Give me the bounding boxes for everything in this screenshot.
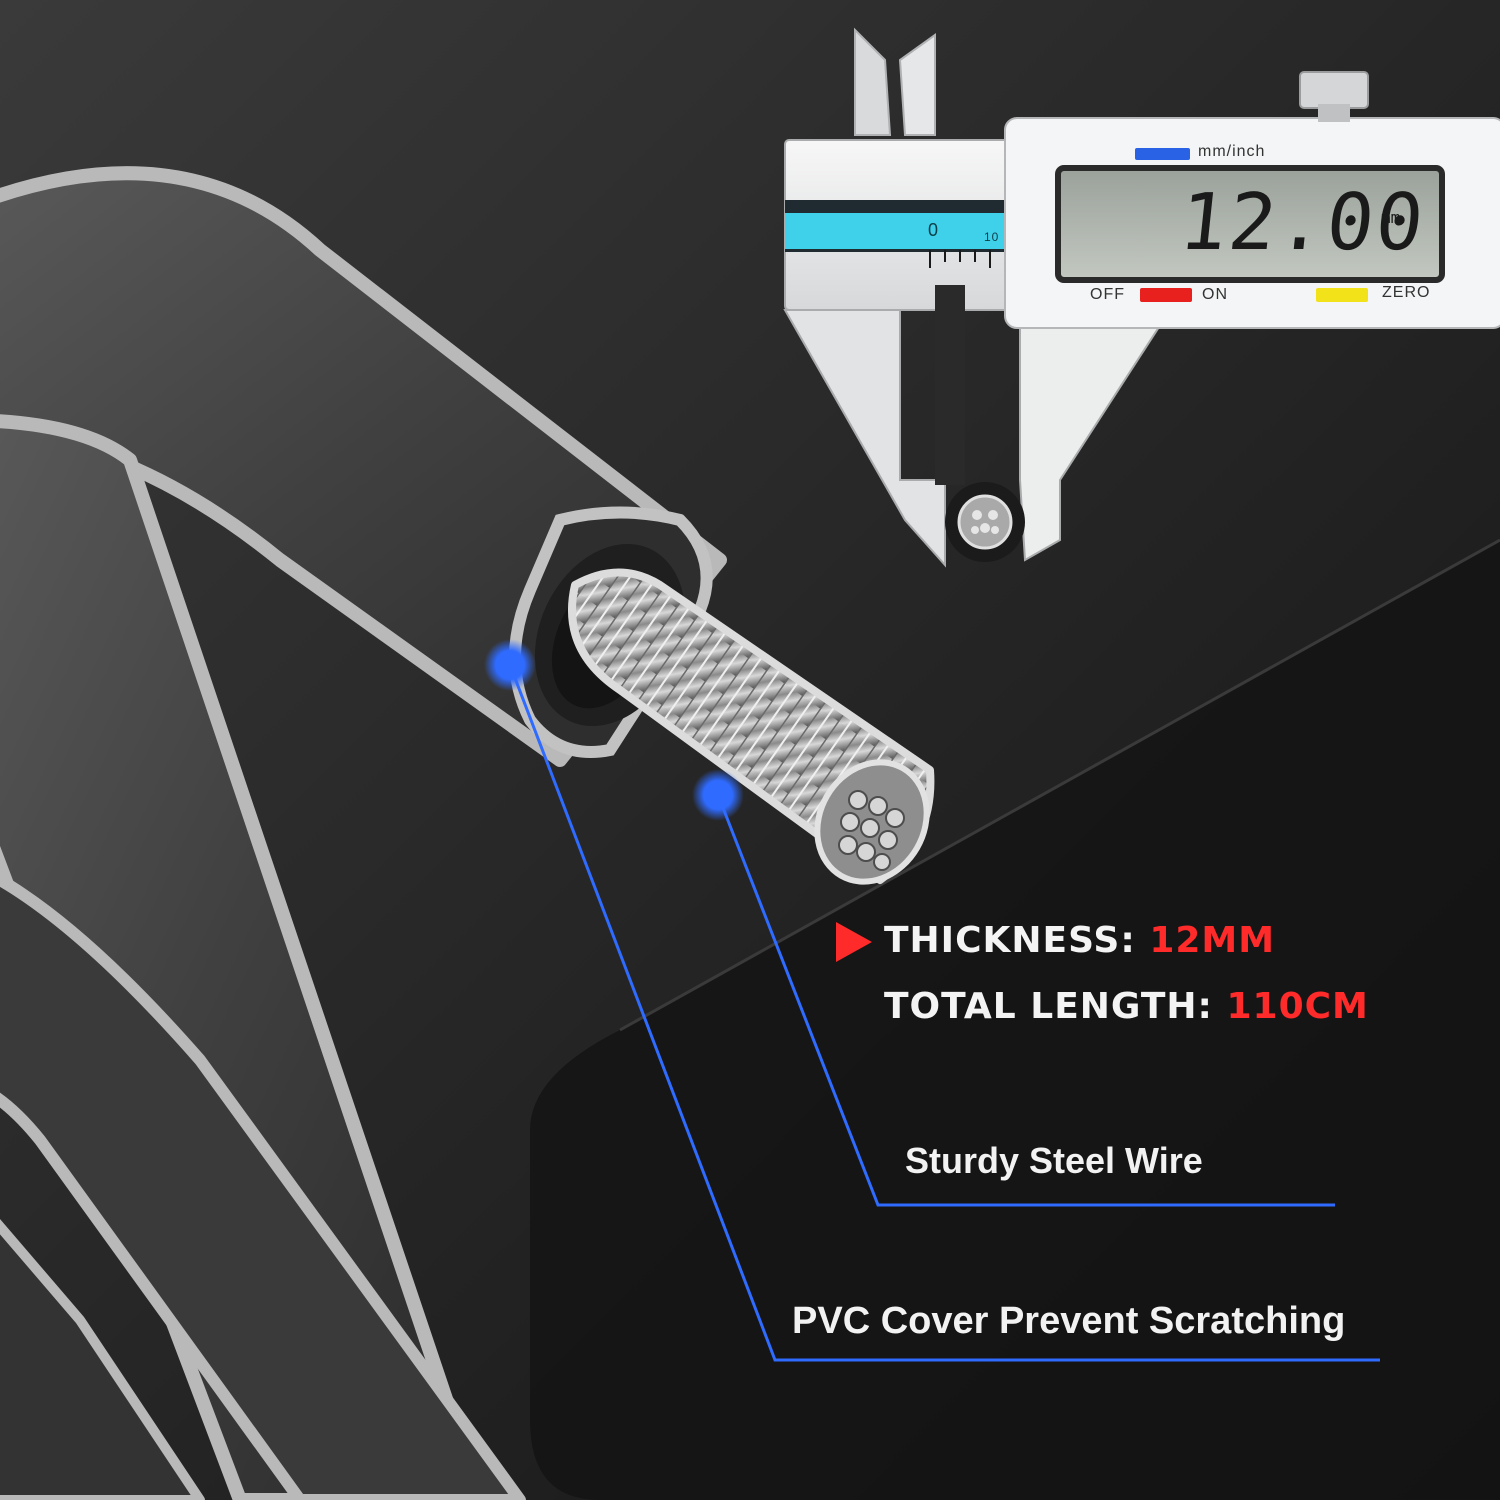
callout-lines — [508, 664, 1380, 1362]
callout-pvc-cover: PVC Cover Prevent Scratching — [792, 1300, 1346, 1342]
length-value: 110CM — [1226, 986, 1369, 1027]
thickness-key: THICKNESS: — [884, 920, 1136, 961]
spec-thickness: THICKNESS: 12MM — [884, 920, 1275, 961]
scale-ten: 10 — [984, 230, 1000, 244]
background-panel — [530, 540, 1500, 1500]
off-label: OFF — [1090, 286, 1125, 303]
unit-button-label: mm/inch — [1198, 143, 1266, 160]
length-key: TOTAL LENGTH: — [884, 986, 1213, 1027]
thickness-value: 12MM — [1149, 920, 1276, 961]
steel-wire — [568, 568, 935, 885]
zero-label: ZERO — [1382, 284, 1431, 301]
spec-total-length: TOTAL LENGTH: 110CM — [884, 986, 1369, 1027]
digital-caliper — [783, 27, 1500, 568]
background-panel-edge — [619, 538, 1500, 1032]
on-label: ON — [1202, 286, 1228, 303]
caliper-reading-unit: mm — [1381, 208, 1401, 227]
callout-steel-wire: Sturdy Steel Wire — [905, 1140, 1203, 1181]
scale-zero: 0 — [928, 220, 940, 240]
spec-marker-triangle — [836, 922, 872, 962]
